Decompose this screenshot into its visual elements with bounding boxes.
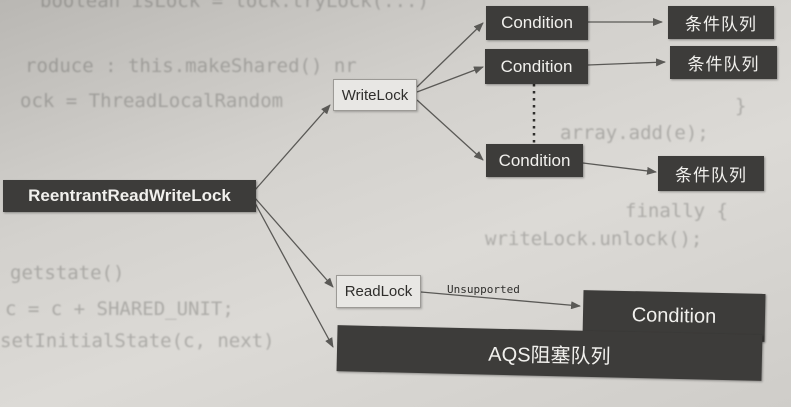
root-node: ReentrantReadWriteLock (3, 180, 256, 212)
aqs-queue-node: AQS阻塞队列 (336, 325, 763, 381)
condition-queue-node: 条件队列 (670, 46, 777, 79)
edge-readlock-to-condition (420, 291, 581, 310)
condition-node: Condition (486, 6, 588, 40)
writelock-node: WriteLock (333, 79, 417, 111)
condition-queue-node: 条件队列 (668, 6, 774, 39)
condition-queue-label: 条件队列 (675, 166, 747, 185)
edge-writelock-to-condition-2 (416, 66, 484, 93)
condition-label: Condition (501, 13, 573, 32)
writelock-label: WriteLock (341, 86, 409, 104)
root-node-label: ReentrantReadWriteLock (28, 186, 231, 205)
edge-condition-3-to-queue (582, 162, 657, 175)
condition-queue-label: 条件队列 (685, 15, 757, 34)
aqs-queue-label: AQS阻塞队列 (488, 343, 611, 368)
edge-writelock-to-condition-3 (416, 99, 484, 161)
edge-writelock-to-condition-1 (416, 22, 484, 88)
edge-root-to-writelock (254, 104, 331, 191)
readlock-node: ReadLock (336, 275, 421, 308)
edge-root-to-readlock (254, 197, 334, 288)
condition-node: Condition (486, 144, 583, 177)
condition-queue-node: 条件队列 (658, 156, 764, 191)
condition-label: Condition (500, 56, 573, 76)
readlock-label: ReadLock (344, 283, 413, 300)
unsupported-note: Unsupported (447, 283, 520, 296)
condition-node: Condition (485, 49, 588, 84)
edge-condition-2-to-queue (587, 58, 666, 67)
edge-root-to-aqs (254, 202, 334, 348)
condition-label: Condition (498, 150, 571, 170)
condition-queue-label: 条件队列 (687, 55, 760, 74)
readlock-condition-label: Condition (631, 303, 717, 328)
